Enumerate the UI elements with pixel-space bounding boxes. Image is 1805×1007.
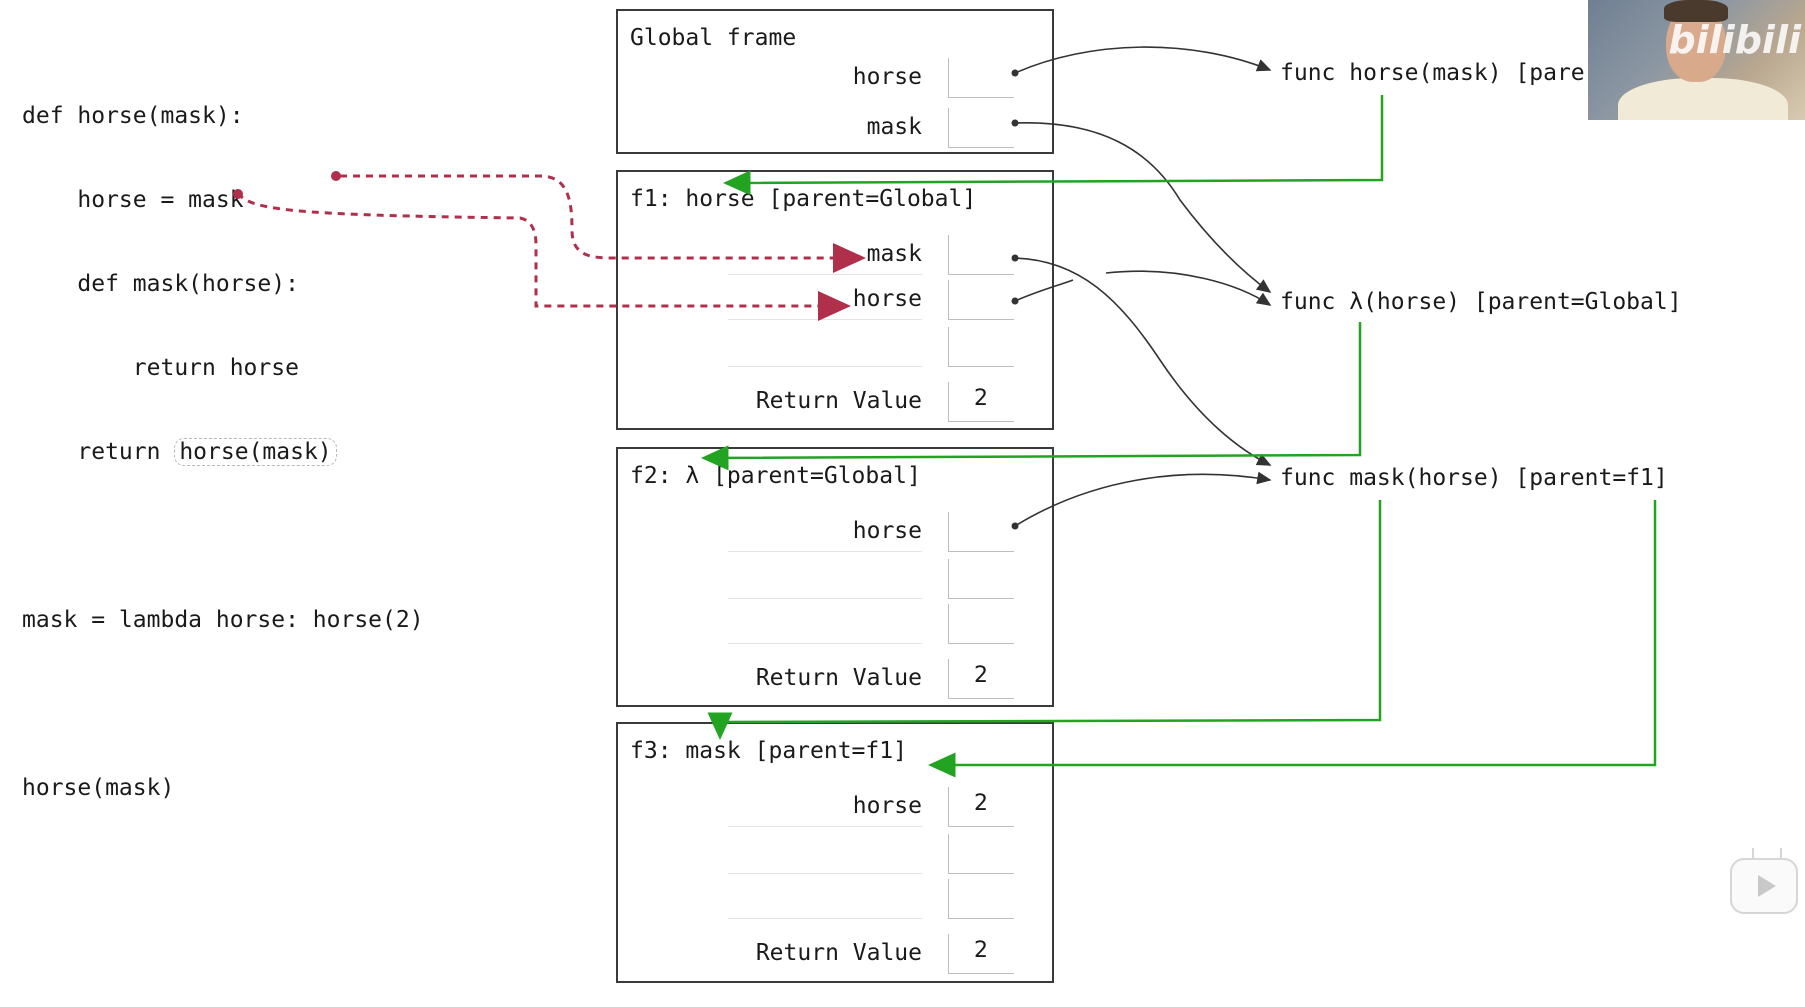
return-value: 2 [974,386,988,411]
frame-var-row [728,604,1028,644]
pointer-f1-horse [1014,279,1074,302]
code-line-return: return horse(mask) [22,438,424,466]
return-label: Return Value [755,940,922,966]
f3-frame: f3: mask [parent=f1] horse 2 Return Valu… [616,722,1054,983]
global-frame: Global frame horse mask [616,9,1054,154]
code-line-lambda: mask = lambda horse: horse(2) [22,607,424,633]
parent-arrow-f2 [701,322,1362,471]
f1-frame: f1: horse [parent=Global] mask horse Ret… [616,170,1054,430]
frame-var-row [728,327,1028,367]
frame-title: f1: horse [parent=Global] [630,186,977,212]
pointer-f2-horse [1014,471,1272,527]
presenter-shirt [1618,78,1788,120]
pointer-dot [1011,254,1019,262]
var-value-box [948,382,1014,422]
pointer-dot [1011,119,1019,127]
var-value-box [948,879,1014,919]
code-line: def horse(mask): [22,103,244,129]
var-name: mask [866,114,922,140]
return-value: 2 [974,663,988,688]
return-value: 2 [974,938,988,963]
var-value-box [948,235,1014,275]
f2-frame: f2: λ [parent=Global] horse Return Value… [616,447,1054,707]
var-value-box [948,280,1014,320]
var-value-box [948,659,1014,699]
var-value-box [948,604,1014,644]
webcam-overlay: bilibili [1588,0,1805,120]
code-return-keyword: return [22,439,175,465]
var-value-box [948,108,1014,148]
pointer-global-horse [1014,46,1272,74]
var-name: horse [852,518,922,544]
frame-var-row [728,834,1028,874]
parent-arrow-f3-b [928,500,1657,778]
frame-var-row: horse [728,512,1028,552]
code-listing: def horse(mask): horse = mask def mask(h… [22,46,424,830]
pointer-dot [1011,297,1019,305]
code-line-call: horse(mask) [22,775,175,801]
var-value-box [948,512,1014,552]
frame-title: f3: mask [parent=f1] [630,738,907,764]
var-name: mask [866,241,922,267]
code-line: return horse [22,355,299,381]
frame-var-row: horse 2 [728,787,1028,827]
frame-var-row: horse [728,58,1028,98]
var-value-box [948,327,1014,367]
code-line: def mask(horse): [22,271,299,297]
trace-arrow-mask [340,174,866,273]
presenter-hair [1664,0,1728,22]
code-highlight-call: horse(mask) [174,438,337,466]
return-value-row: Return Value 2 [728,934,1028,974]
var-value-box [948,787,1014,827]
var-value-box [948,834,1014,874]
frame-title: Global frame [630,25,797,51]
var-value-box [948,58,1014,98]
var-value: 2 [974,791,988,816]
return-label: Return Value [755,388,922,414]
parent-arrow-f1 [723,95,1384,196]
frame-var-row: mask [728,108,1028,148]
play-button[interactable] [1730,848,1798,914]
frame-var-row [728,559,1028,599]
parent-arrow-f3-a [707,500,1382,740]
trace-origin-dot [233,189,243,199]
var-value-box [948,934,1014,974]
trace-arrow-horse [236,192,851,321]
var-name: horse [852,793,922,819]
bilibili-logo: bilibili [1668,18,1801,62]
frame-var-row [728,879,1028,919]
func-mask-object: func mask(horse) [parent=f1] [1280,465,1668,491]
pointer-global-mask [1014,122,1272,293]
return-value-row: Return Value 2 [728,659,1028,699]
func-lambda-object: func λ(horse) [parent=Global] [1280,289,1682,315]
pointer-f1-mask [1014,257,1272,466]
pointer-dot [1011,522,1019,530]
pointer-f1-horse-b [1105,270,1272,306]
var-value-box [948,559,1014,599]
return-value-row: Return Value 2 [728,382,1028,422]
return-label: Return Value [755,665,922,691]
pointer-dot [1011,69,1019,77]
trace-origin-dot [331,171,341,181]
func-horse-object: func horse(mask) [pare [1280,60,1585,86]
frame-title: f2: λ [parent=Global] [630,463,921,489]
frame-var-row: mask [728,235,1028,275]
var-name: horse [852,286,922,312]
var-name: horse [852,64,922,90]
tv-ears-icon [1752,848,1782,860]
